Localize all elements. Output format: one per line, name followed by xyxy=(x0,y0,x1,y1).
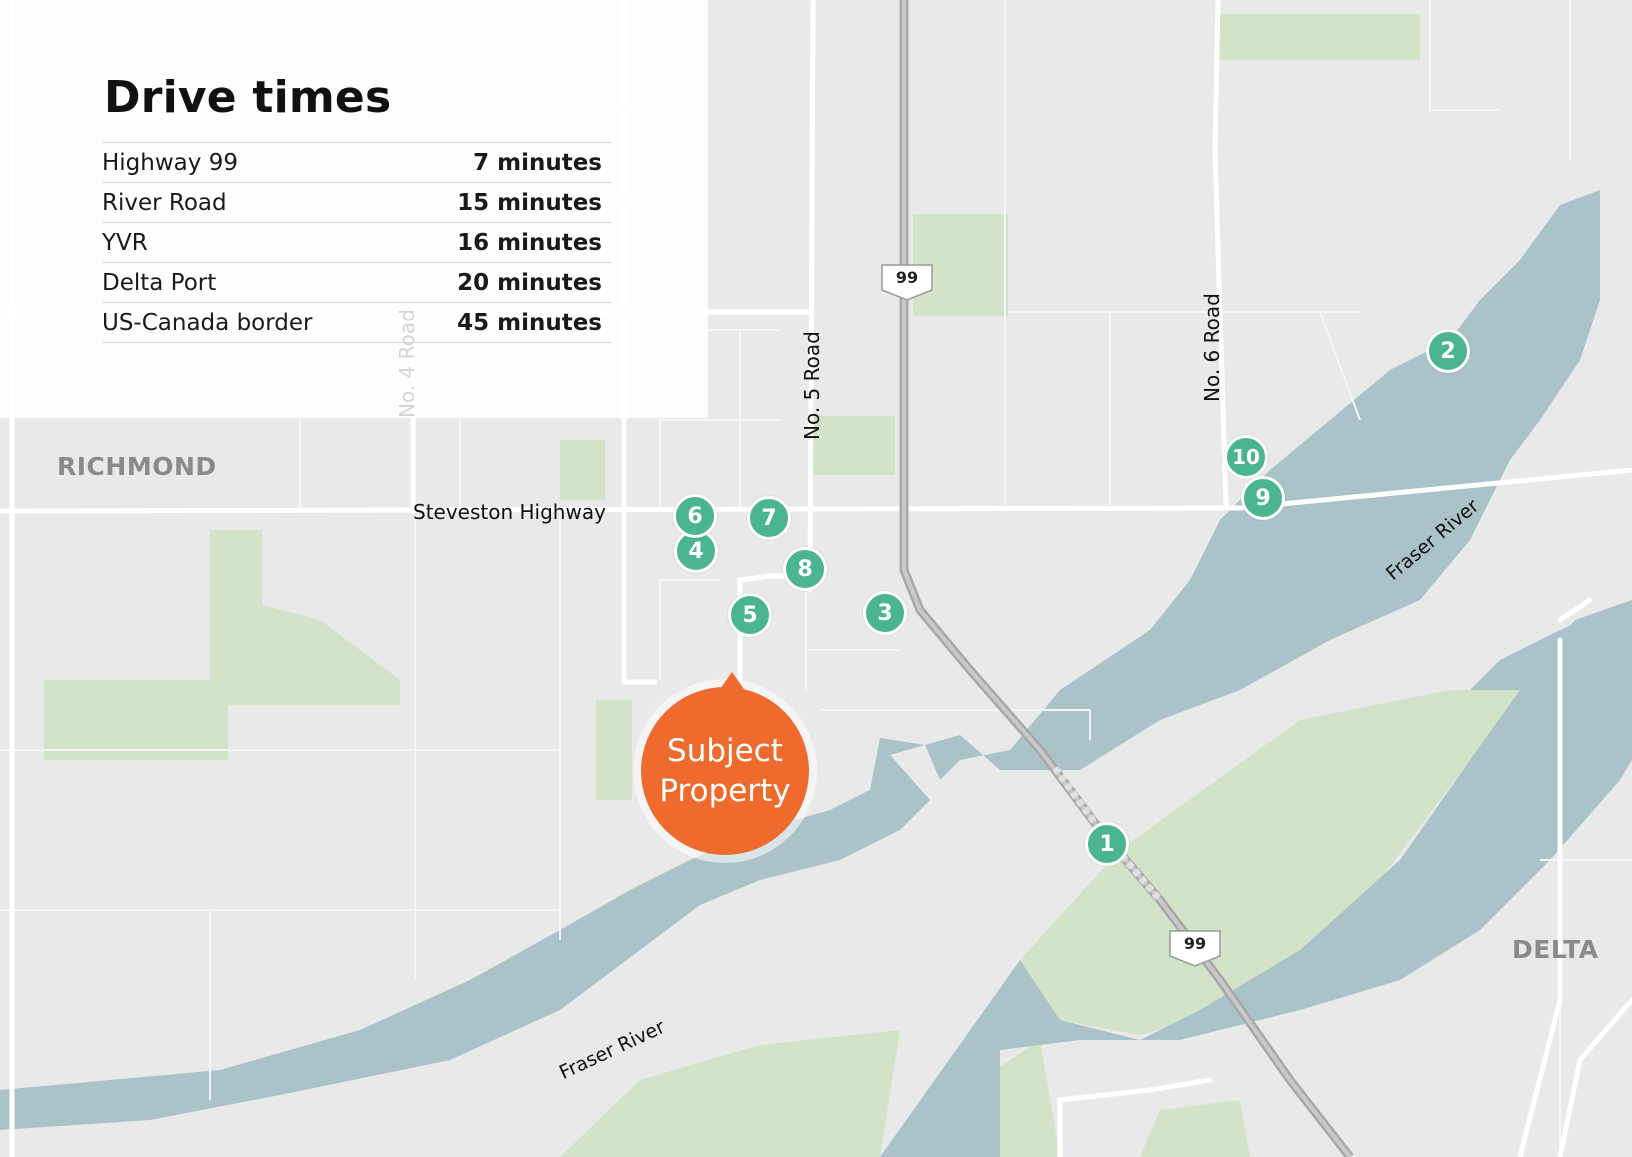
parks xyxy=(44,14,1530,1157)
drive-time-place: River Road xyxy=(102,189,227,216)
poi-marker-5[interactable]: 5 xyxy=(728,593,772,637)
poi-marker-9[interactable]: 9 xyxy=(1241,476,1285,520)
poi-marker-7[interactable]: 7 xyxy=(747,496,791,540)
drive-time-row: YVR 16 minutes xyxy=(102,222,612,262)
drive-time-place: YVR xyxy=(102,229,148,256)
poi-marker-1[interactable]: 1 xyxy=(1085,822,1129,866)
place-label-delta: DELTA xyxy=(1512,935,1599,964)
place-label-richmond: RICHMOND xyxy=(57,452,217,481)
poi-marker-6[interactable]: 6 xyxy=(673,494,717,538)
drive-times-table: Highway 99 7 minutes River Road 15 minut… xyxy=(102,142,612,343)
drive-times-title: Drive times xyxy=(104,72,392,123)
subject-property-badge: Subject Property xyxy=(641,672,809,855)
subject-property-line1: Subject xyxy=(667,733,783,769)
poi-marker-3[interactable]: 3 xyxy=(863,591,907,635)
shield-icon xyxy=(881,264,933,301)
drive-time-place: US-Canada border xyxy=(102,309,313,336)
subject-property-marker[interactable]: Subject Property xyxy=(633,672,817,863)
subject-property-line2: Property xyxy=(659,773,791,809)
road-label-no4: No. 4 Road xyxy=(395,309,419,418)
drive-time-value: 20 minutes xyxy=(457,269,602,296)
drive-time-value: 7 minutes xyxy=(473,149,602,176)
drive-time-value: 15 minutes xyxy=(457,189,602,216)
drive-time-value: 16 minutes xyxy=(457,229,602,256)
highway-shield-number: 99 xyxy=(895,268,919,287)
drive-time-row: Highway 99 7 minutes xyxy=(102,142,612,182)
poi-marker-2[interactable]: 2 xyxy=(1426,329,1470,373)
drive-times-panel: Drive times Highway 99 7 minutes River R… xyxy=(0,0,708,418)
drive-time-row: US-Canada border 45 minutes xyxy=(102,302,612,343)
highway-shield-south: 99 xyxy=(1168,928,1222,968)
poi-marker-10[interactable]: 10 xyxy=(1224,435,1268,479)
shield-icon xyxy=(1169,930,1221,967)
road-label-steveston-highway: Steveston Highway xyxy=(413,500,606,524)
drive-time-place: Highway 99 xyxy=(102,149,238,176)
highway-99 xyxy=(899,0,1354,1157)
drive-time-place: Delta Port xyxy=(102,269,217,296)
subject-property-label: Subject Property xyxy=(659,731,790,811)
drive-time-row: River Road 15 minutes xyxy=(102,182,612,222)
drive-time-row: Delta Port 20 minutes xyxy=(102,262,612,302)
road-label-no6: No. 6 Road xyxy=(1200,293,1224,402)
highway-shield-number: 99 xyxy=(1183,934,1207,953)
poi-marker-8[interactable]: 8 xyxy=(783,547,827,591)
highway-shield-north: 99 xyxy=(880,262,934,302)
river-delta-channel xyxy=(880,600,1632,1157)
marker-pointer-icon xyxy=(718,672,746,692)
road-label-no5: No. 5 Road xyxy=(800,331,824,440)
drive-time-value: 45 minutes xyxy=(457,309,602,336)
